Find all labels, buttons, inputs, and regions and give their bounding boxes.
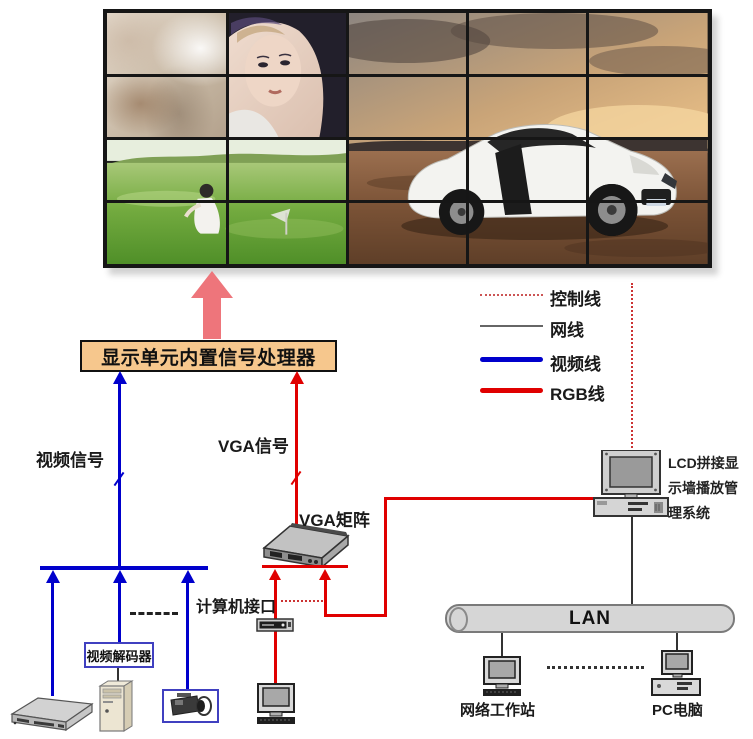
lan-cylinder-cap [449, 607, 468, 632]
rgb-line-segment [384, 497, 387, 617]
video-decoder-box: 视频解码器 [84, 642, 154, 668]
red-arrowhead-into-matrix-bus [319, 569, 331, 580]
lan-bus: LAN [445, 604, 735, 633]
video-wall [103, 9, 712, 268]
computer-interface-device [256, 616, 294, 633]
legend-network-label: 网线 [550, 321, 584, 340]
network-line-lan-to-pc [676, 633, 678, 654]
rgb-line-to-management-pc [384, 497, 596, 500]
video-decoder-label: 视频解码器 [86, 648, 152, 664]
pc-label: PC电脑 [652, 702, 703, 719]
video-source-bus [40, 566, 208, 570]
blue-arrowhead-into-bus [46, 570, 60, 583]
management-computer-icon [592, 450, 670, 518]
legend-video-line-sample [480, 357, 543, 362]
red-arrowhead-into-matrix-bus [269, 569, 281, 580]
computer-interface-label: 计算机接口 [196, 599, 277, 616]
blue-arrowhead-into-bus [181, 570, 195, 583]
camera-box [162, 689, 219, 723]
control-line-to-management-pc [631, 283, 633, 455]
management-system-label-line3: 理系统 [668, 505, 710, 521]
legend-network-line-sample [480, 325, 543, 327]
vga-signal-line [295, 384, 298, 525]
rgb-line-segment [324, 579, 327, 617]
management-system-label-line2: 示墙播放管 [668, 480, 738, 496]
tower-pc-icon [94, 680, 140, 734]
vga-matrix-label: VGA矩阵 [299, 511, 370, 530]
video-line-from-camera [186, 581, 189, 690]
legend-control-line-sample [480, 294, 543, 296]
video-signal-label: 视频信号 [36, 451, 104, 470]
blue-arrowhead-into-bus [113, 570, 127, 583]
blue-arrowhead-into-processor [113, 371, 127, 384]
big-up-arrow-shaft [203, 297, 221, 339]
wall-grid-line [107, 137, 708, 140]
management-system-label: LCD拼接显 示墙播放管 理系统 [668, 451, 753, 526]
management-system-label-line1: LCD拼接显 [668, 455, 739, 471]
wall-grid-line [107, 74, 708, 78]
vga-matrix-device [258, 518, 350, 568]
pc-computer-icon [648, 650, 704, 698]
video-line-from-decoder [118, 581, 121, 643]
legend-rgb-line-sample [480, 388, 543, 393]
network-line-lan-to-workstation [501, 633, 503, 658]
video-line-from-dvd [51, 581, 54, 696]
legend-control-label: 控制线 [550, 290, 601, 309]
interface-computer-icon [252, 682, 300, 729]
dvd-player-icon [8, 692, 96, 734]
signal-processor-label: 显示单元内置信号处理器 [101, 347, 316, 369]
more-computers-dots [547, 666, 644, 669]
vga-signal-label: VGA信号 [218, 437, 289, 456]
rgb-line-pc-to-matrix [274, 579, 277, 685]
rgb-bus-under-matrix [262, 565, 348, 568]
control-dotted-segment [281, 600, 323, 602]
video-wall-panels [107, 13, 708, 264]
workstation-label: 网络工作站 [460, 702, 536, 719]
legend-video-label: 视频线 [550, 355, 601, 374]
workstation-computer-icon [478, 655, 526, 700]
big-up-arrow-icon [191, 271, 233, 298]
cctv-camera-icon [170, 693, 212, 716]
legend-rgb-label: RGB线 [550, 385, 605, 404]
more-sources-dashes [130, 612, 178, 615]
lan-label: LAN [568, 608, 612, 629]
signal-processor-box: 显示单元内置信号处理器 [80, 340, 337, 372]
rgb-line-segment [324, 614, 387, 617]
network-line-pc-to-lan [631, 516, 633, 604]
wall-grid-line [107, 199, 708, 203]
decoder-to-tower-line [117, 668, 119, 683]
red-arrowhead-into-processor [290, 371, 304, 384]
